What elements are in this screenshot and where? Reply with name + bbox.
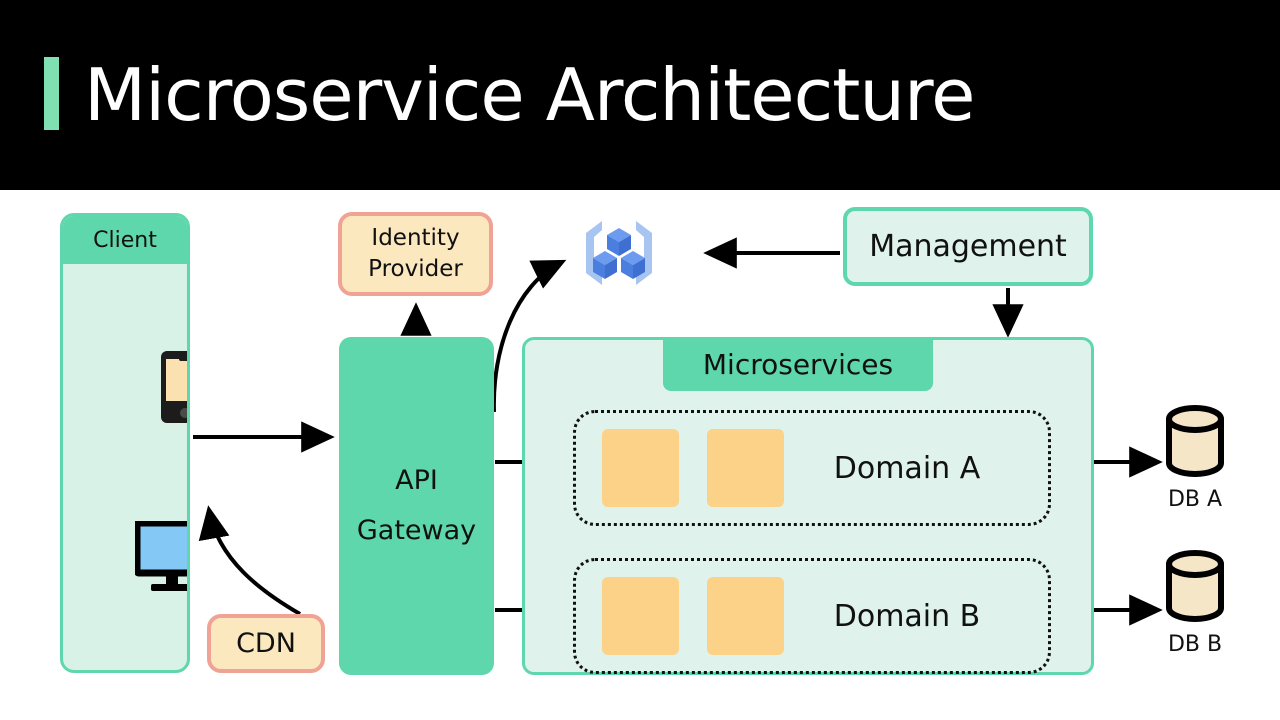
api-gateway-label-line1: API bbox=[395, 465, 438, 496]
management-node[interactable]: Management bbox=[843, 207, 1093, 286]
service-tile[interactable] bbox=[707, 429, 784, 507]
cdn-node[interactable]: CDN bbox=[207, 614, 325, 673]
identity-provider-label: Identity Provider bbox=[368, 223, 463, 285]
mobile-phone-icon bbox=[161, 351, 187, 423]
identity-provider-node[interactable]: Identity Provider bbox=[338, 212, 493, 296]
client-label: Client bbox=[93, 227, 157, 253]
page-title: Microservice Architecture bbox=[84, 53, 975, 137]
service-tile[interactable] bbox=[602, 429, 679, 507]
edge-cdn-to-client bbox=[198, 505, 302, 616]
database-b-label: DB B bbox=[1167, 632, 1223, 657]
desktop-computer-icon bbox=[133, 519, 187, 593]
domain-a-group[interactable]: Domain A bbox=[573, 410, 1051, 526]
database-a-node[interactable]: DB A bbox=[1163, 405, 1227, 512]
management-label: Management bbox=[869, 229, 1067, 264]
title-accent-bar bbox=[44, 57, 59, 130]
microservices-label: Microservices bbox=[702, 347, 894, 381]
service-tile[interactable] bbox=[602, 577, 679, 655]
client-header: Client bbox=[63, 216, 187, 264]
microservices-header: Microservices bbox=[663, 337, 933, 391]
domain-b-group[interactable]: Domain B bbox=[573, 558, 1051, 674]
api-gateway-label-line2: Gateway bbox=[356, 515, 477, 546]
database-cylinder-icon bbox=[1166, 405, 1224, 477]
microservices-container[interactable]: Microservices Domain A Domain B bbox=[522, 337, 1094, 675]
service-tile[interactable] bbox=[707, 577, 784, 655]
service-mesh-cubes-icon bbox=[578, 217, 660, 289]
database-b-node[interactable]: DB B bbox=[1163, 550, 1227, 657]
database-a-label: DB A bbox=[1167, 487, 1223, 512]
domain-a-label: Domain A bbox=[833, 450, 981, 486]
domain-b-label: Domain B bbox=[833, 598, 981, 634]
identity-provider-label-line1: Identity bbox=[371, 225, 460, 251]
api-gateway-label: API Gateway bbox=[357, 456, 476, 556]
client-container[interactable]: Client bbox=[60, 213, 190, 673]
identity-provider-label-line2: Provider bbox=[368, 256, 463, 282]
diagram-canvas: Client bbox=[0, 190, 1280, 720]
title-bar: Microservice Architecture bbox=[0, 0, 1280, 190]
cdn-label: CDN bbox=[236, 628, 296, 659]
database-cylinder-icon bbox=[1166, 550, 1224, 622]
api-gateway-node[interactable]: API Gateway bbox=[339, 337, 494, 675]
